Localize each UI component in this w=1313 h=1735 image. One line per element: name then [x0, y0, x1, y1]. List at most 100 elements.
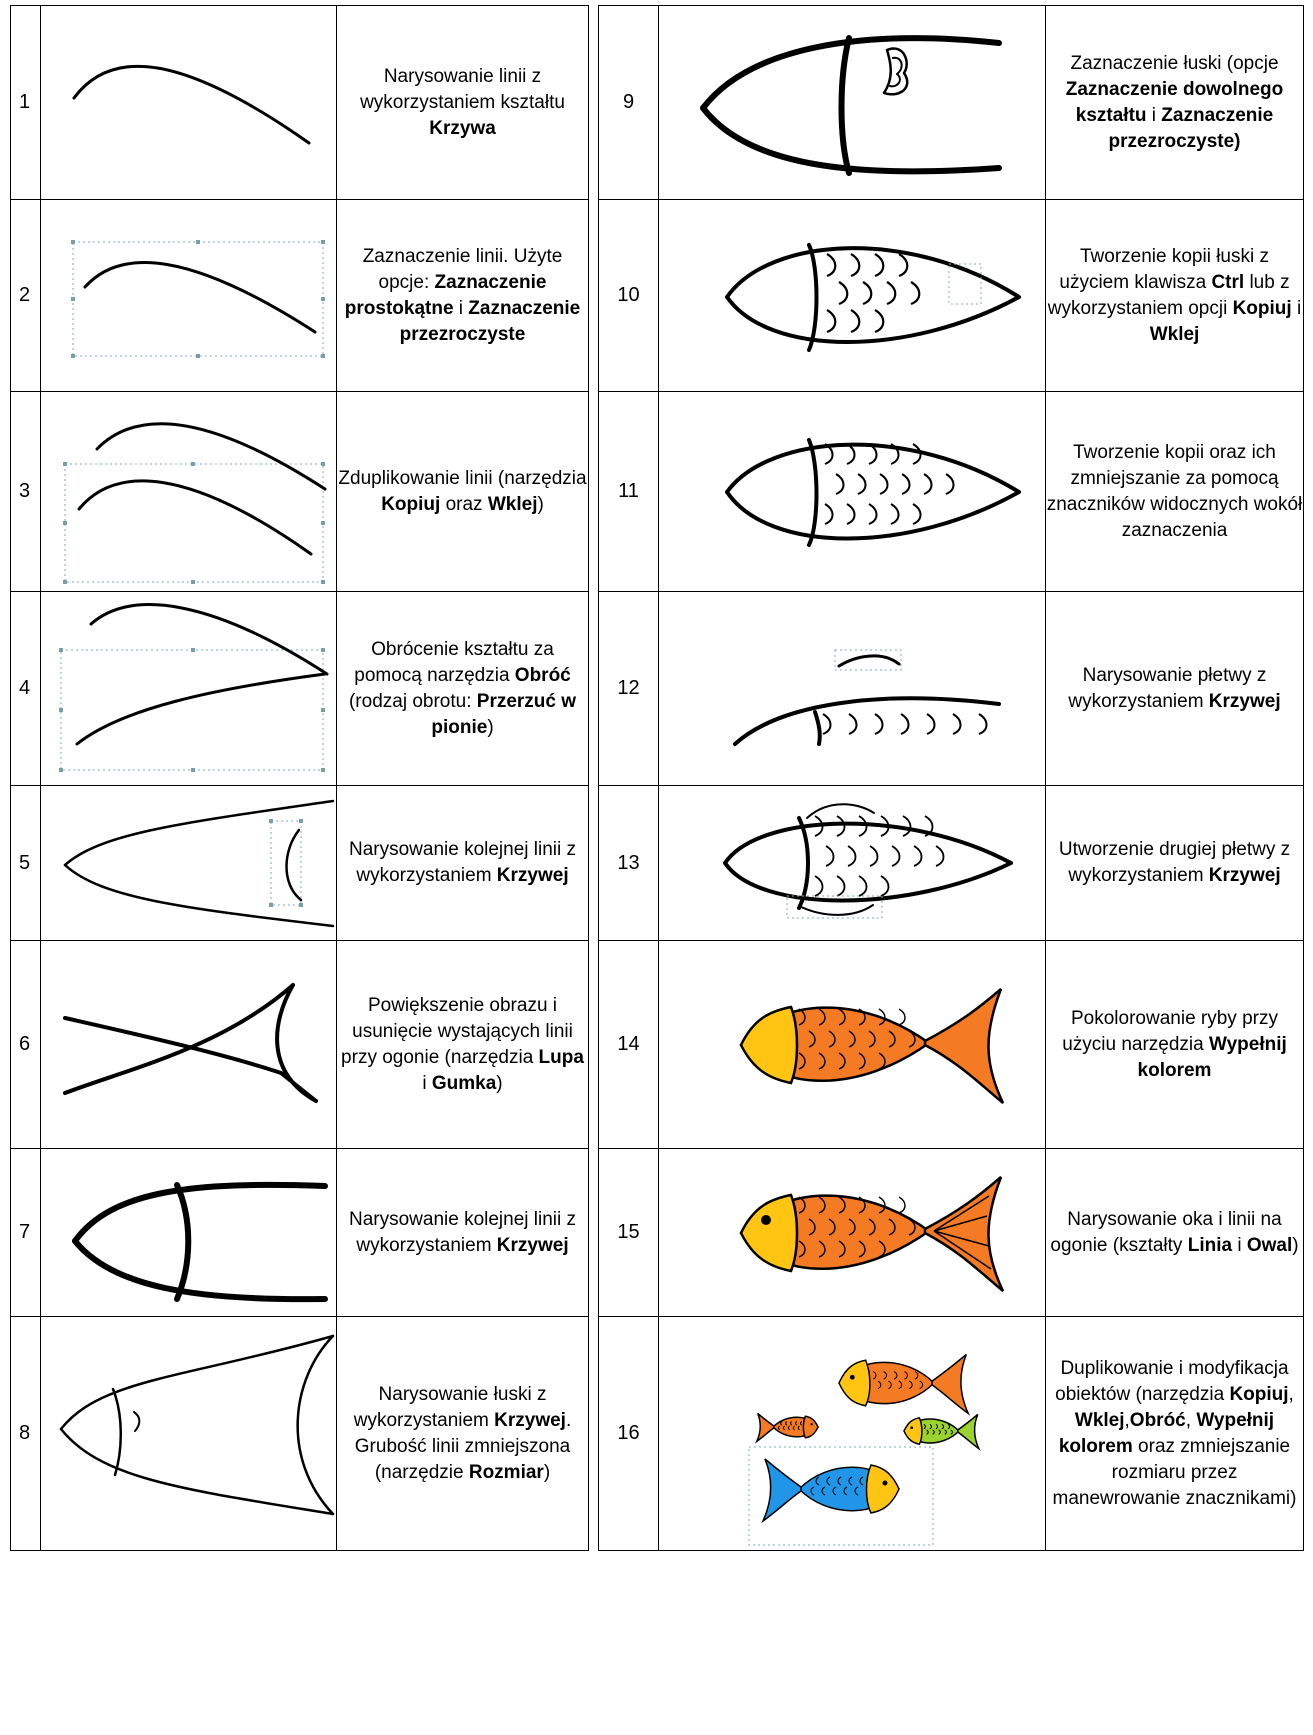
- step-number: 7: [11, 1149, 41, 1317]
- bold-term: Gumka: [432, 1073, 496, 1094]
- scale-arc: [859, 876, 867, 896]
- description-text: ,: [1289, 1384, 1294, 1405]
- step-row: 1 Narysowanie linii z wykorzystaniem ksz…: [11, 6, 589, 200]
- scale-arc: [880, 474, 888, 494]
- step-number: 9: [599, 6, 659, 200]
- bold-term: Kopiuj: [1229, 1384, 1288, 1405]
- fish-with-scale-drawing: [41, 1319, 337, 1549]
- step-row: 8 Narysowanie łuski z wykorzystaniem Krz…: [11, 1317, 589, 1551]
- step-description: Narysowanie oka i linii na ogonie (kszta…: [1046, 1149, 1304, 1317]
- scale-arc: [914, 846, 922, 866]
- step-row: 14 Pokolorowanie ryby przy użyciu narzęd…: [599, 941, 1304, 1149]
- step-illustration: [659, 786, 1046, 941]
- step-illustration: [659, 592, 1046, 786]
- step-row: 4 Obrócenie kształtu za pomocą narzędzia…: [11, 592, 589, 786]
- scale-arc: [849, 714, 857, 734]
- scale-arc: [892, 846, 900, 866]
- step-description: Narysowanie płetwy z wykorzystaniem Krzy…: [1046, 592, 1304, 786]
- step-description: Narysowanie łuski z wykorzystaniem Krzyw…: [337, 1317, 589, 1551]
- bold-term: Linia: [1188, 1235, 1232, 1256]
- step-illustration: [41, 941, 337, 1149]
- step-illustration: [41, 1317, 337, 1551]
- description-text: (rodzaj obrotu:: [349, 691, 477, 712]
- scale-arc: [827, 310, 835, 332]
- bold-term: Ctrl: [1211, 272, 1244, 293]
- description-text: i: [1292, 298, 1302, 319]
- scale-arc: [870, 846, 878, 866]
- scale-arc: [899, 1197, 905, 1213]
- description-text: ): [496, 1073, 502, 1094]
- description-text: Zaznaczenie łuski (opcje: [1070, 53, 1278, 74]
- step-number: 16: [599, 1317, 659, 1551]
- step-description: Narysowanie linii z wykorzystaniem kszta…: [337, 6, 589, 200]
- right-steps-table: 9 Zaznaczenie łuski (opcje Zaznaczenie d…: [598, 5, 1304, 1551]
- scale-arc: [827, 254, 835, 276]
- scale-arc: [903, 816, 911, 836]
- scale-arc: [875, 714, 883, 734]
- step-number: 12: [599, 592, 659, 786]
- step-description: Powiększenie obrazu i usunięcie wystając…: [337, 941, 589, 1149]
- scale-copies-drawing: [659, 202, 1046, 390]
- flipped-curve-drawing: [41, 594, 337, 784]
- step-illustration: [659, 6, 1046, 200]
- scale-arc: [826, 846, 834, 866]
- fish-with-eye-drawing: [659, 1151, 1046, 1315]
- step-row: 7 Narysowanie kolejnej linii z wykorzyst…: [11, 1149, 589, 1317]
- step-description: Zaznaczenie łuski (opcje Zaznaczenie dow…: [1046, 6, 1304, 200]
- fin-drawing: [659, 594, 1046, 784]
- scale-arc: [979, 714, 987, 734]
- step-number: 10: [599, 200, 659, 392]
- step-number: 11: [599, 392, 659, 592]
- step-illustration: [41, 200, 337, 392]
- description-text: ,: [1186, 1410, 1197, 1431]
- scale-arc: [847, 504, 855, 524]
- step-illustration: [41, 1149, 337, 1317]
- step-row: 13 Utworzenie drugiej płetwy z wykorzyst…: [599, 786, 1304, 941]
- step-row: 5 Narysowanie kolejnej linii z wykorzyst…: [11, 786, 589, 941]
- bold-term: Wklej: [1075, 1410, 1125, 1431]
- step-row: 6 Powiększenie obrazu i usunięcie wystaj…: [11, 941, 589, 1149]
- scale-arc: [899, 1009, 905, 1025]
- bold-term: Kopiuj: [1233, 298, 1292, 319]
- scale-arc: [875, 254, 883, 276]
- fish-icon: [904, 1414, 979, 1448]
- description-text: oraz: [440, 494, 488, 515]
- bold-term: Wklej: [488, 494, 538, 515]
- description-text: i: [454, 298, 469, 319]
- scale-arc: [899, 254, 907, 276]
- step-row: 9 Zaznaczenie łuski (opcje Zaznaczenie d…: [599, 6, 1304, 200]
- scale-arc: [891, 504, 899, 524]
- step-row: 3 Zduplikowanie linii (narzędzia Kopiuj …: [11, 392, 589, 592]
- step-number: 3: [11, 392, 41, 592]
- step-illustration: [41, 6, 337, 200]
- fish-icon: [757, 1413, 818, 1441]
- description-text: Tworzenie kopii oraz ich zmniejszanie za…: [1047, 442, 1303, 541]
- bold-term: Krzywej: [1209, 865, 1281, 886]
- scale-arc: [936, 846, 944, 866]
- description-text: ): [544, 1462, 550, 1483]
- bold-term: Obróć: [515, 665, 571, 686]
- scale-arc: [863, 282, 871, 304]
- scale-selection-drawing: [659, 8, 1046, 198]
- bold-term: Krzywa: [429, 118, 496, 139]
- bold-term: Wklej: [1150, 324, 1200, 345]
- description-text: Narysowanie linii z wykorzystaniem kszta…: [360, 66, 565, 113]
- curve-line-drawing: [41, 8, 337, 198]
- bold-term: Owal: [1247, 1235, 1292, 1256]
- step-description: Obrócenie kształtu za pomocą narzędzia O…: [337, 592, 589, 786]
- step-description: Duplikowanie i modyfikacja obiektów (nar…: [1046, 1317, 1304, 1551]
- scale-arc: [875, 310, 883, 332]
- step-row: 10 Tworzenie kopii łuski z użyciem klawi…: [599, 200, 1304, 392]
- bold-term: Krzywej: [494, 1410, 566, 1431]
- scale-arc: [851, 310, 859, 332]
- step-description: Tworzenie kopii oraz ich zmniejszanie za…: [1046, 392, 1304, 592]
- scaled-scales-drawing: [659, 394, 1046, 590]
- description-text: ): [1292, 1235, 1298, 1256]
- scale-arc: [823, 714, 831, 734]
- scale-arc: [836, 474, 844, 494]
- step-row: 2 Zaznaczenie linii. Użyte opcje: Zaznac…: [11, 200, 589, 392]
- scale-arc: [858, 474, 866, 494]
- bold-term: Obróć: [1130, 1410, 1186, 1431]
- step-illustration: [659, 1317, 1046, 1551]
- scale-arc: [847, 444, 855, 464]
